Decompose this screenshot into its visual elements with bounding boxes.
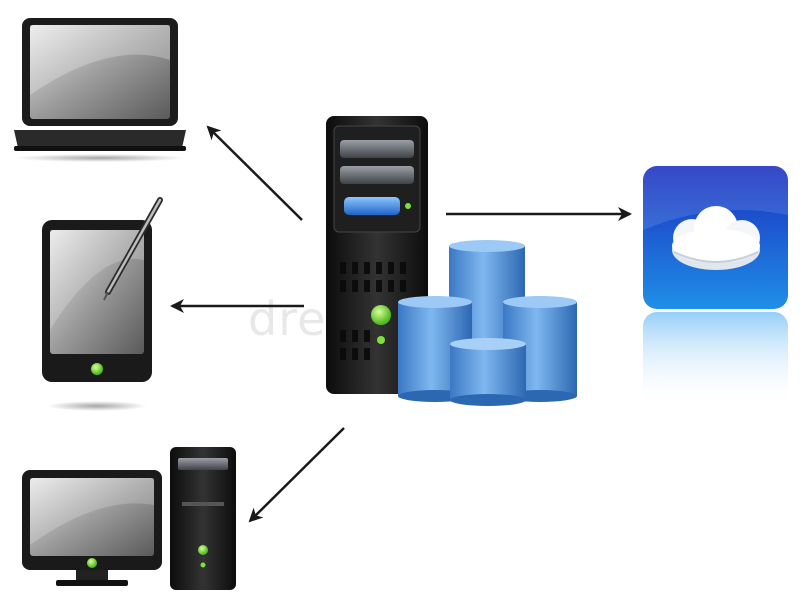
cloud-icon — [672, 206, 760, 270]
connection-arrows — [170, 125, 632, 523]
arrow-to-desktop — [248, 427, 345, 523]
laptop-icon — [14, 18, 186, 162]
tablet-stylus-icon — [42, 197, 163, 411]
cloud-app-icon — [643, 166, 788, 407]
arrow-to-laptop — [206, 125, 303, 221]
desktop-computer-icon — [22, 447, 236, 590]
database-cylinders-icon — [398, 240, 577, 406]
